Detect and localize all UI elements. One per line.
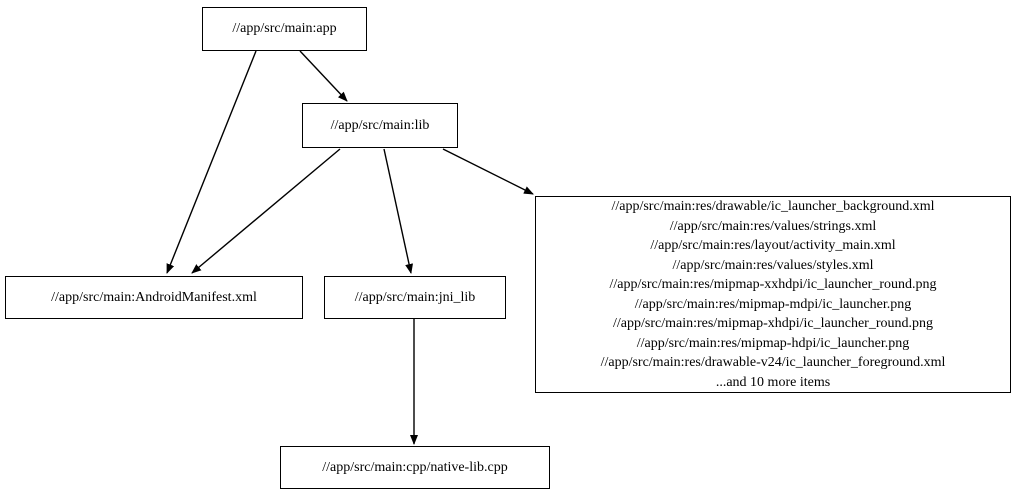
edge-app-to-manifest: [166, 50, 257, 274]
node-app-label: //app/src/main:app: [232, 21, 337, 37]
node-android-manifest-label: //app/src/main:AndroidManifest.xml: [51, 289, 257, 305]
edge-app-to-lib: [299, 50, 348, 102]
node-app[interactable]: //app/src/main:app: [202, 7, 367, 51]
edge-lib-to-jni-lib: [383, 148, 413, 274]
node-native-lib-cpp-label: //app/src/main:cpp/native-lib.cpp: [322, 459, 508, 475]
edge-lib-to-manifest: [191, 148, 341, 274]
edge-lib-to-resources: [442, 148, 534, 195]
node-resources-group-label: //app/src/main:res/drawable/ic_launcher_…: [600, 199, 946, 390]
node-lib[interactable]: //app/src/main:lib: [302, 103, 458, 148]
node-lib-label: //app/src/main:lib: [330, 117, 430, 133]
node-native-lib-cpp[interactable]: //app/src/main:cpp/native-lib.cpp: [280, 446, 550, 489]
node-android-manifest[interactable]: //app/src/main:AndroidManifest.xml: [5, 276, 303, 319]
node-jni-lib[interactable]: //app/src/main:jni_lib: [324, 276, 506, 319]
node-jni-lib-label: //app/src/main:jni_lib: [354, 289, 476, 305]
node-resources-group[interactable]: //app/src/main:res/drawable/ic_launcher_…: [535, 196, 1011, 393]
